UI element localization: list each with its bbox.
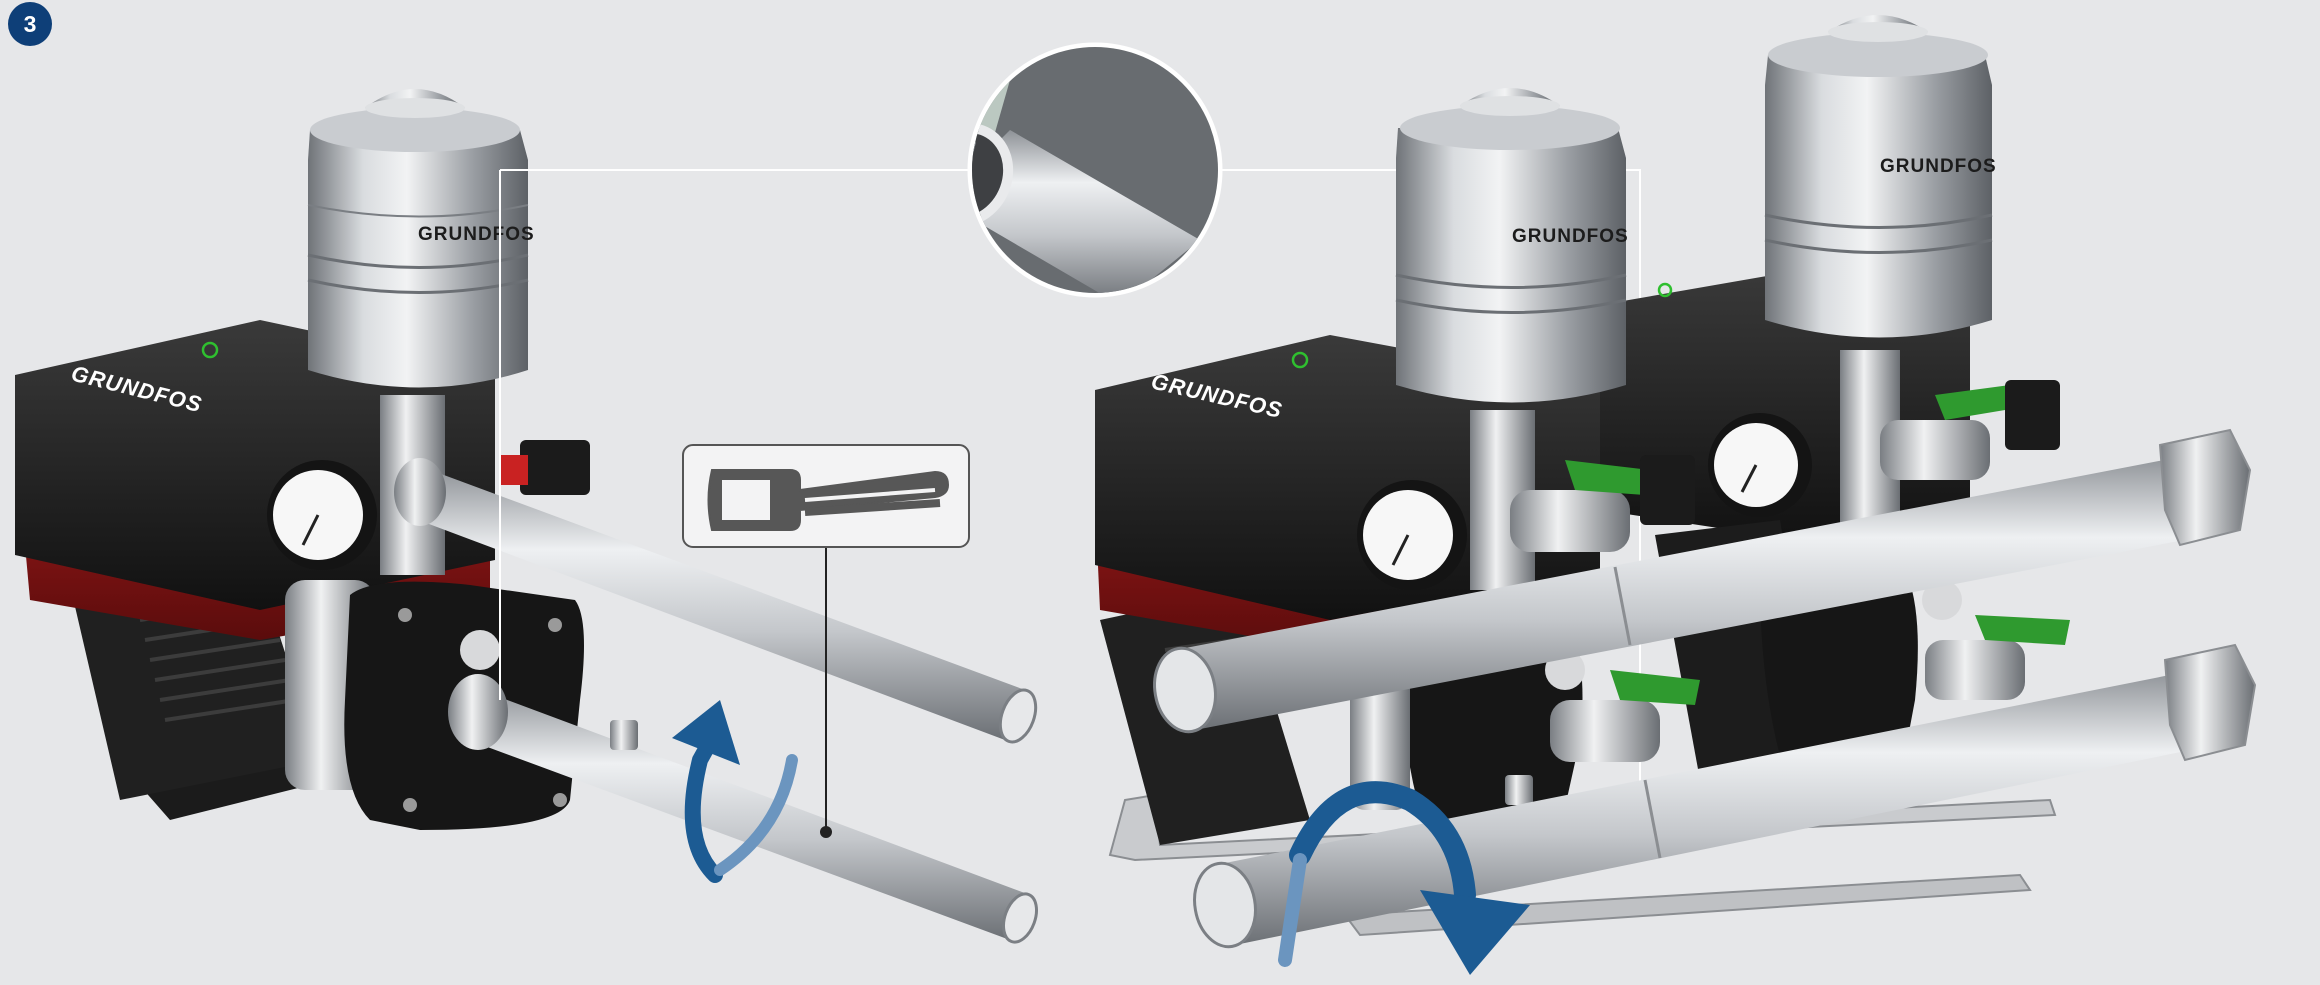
upper-manifold-end-cap (2158, 428, 2252, 547)
front-valve-lower (1505, 670, 1700, 805)
upper-manifold-pipe (1153, 428, 2252, 734)
pump-inlet-cap (460, 630, 500, 670)
pressure-tank: GRUNDFOS (307, 89, 535, 388)
pipe-wrench-icon (707, 469, 950, 531)
rear-valve-lower (1925, 615, 2070, 700)
suction-pipe (448, 674, 1038, 944)
discharge-pipe (394, 458, 1038, 744)
rotate-arrow-icon (1278, 781, 1530, 975)
front-valve-upper (1510, 455, 1695, 552)
rotate-arrow-icon (672, 700, 798, 883)
rear-tank-brand: GRUNDFOS (1880, 156, 1997, 177)
priming-plug (610, 720, 638, 750)
front-pressure-tank: GRUNDFOS (1395, 88, 1629, 403)
rear-valve-upper (1880, 380, 2060, 480)
status-led (201, 341, 219, 359)
pressure-switch (520, 440, 590, 495)
wrench-leader-dot (820, 826, 832, 838)
step-number: 3 (23, 10, 37, 37)
tank-brand: GRUNDFOS (418, 224, 535, 245)
front-tank-brand: GRUNDFOS (1512, 226, 1629, 247)
rear-pump-head (1760, 560, 1918, 790)
lower-manifold-end-cap (2163, 643, 2257, 762)
rear-pressure-tank: GRUNDFOS (1764, 15, 1997, 338)
control-box (15, 320, 495, 610)
single-pump-assembly: GRUNDFOS (15, 89, 1038, 944)
twin-pump-assembly: GRUNDFOS GRUNDFOS (1095, 15, 2257, 975)
step-badge: 3 (8, 2, 52, 46)
wrench-callout-box (682, 444, 970, 548)
magnifier-detail (967, 42, 1223, 298)
